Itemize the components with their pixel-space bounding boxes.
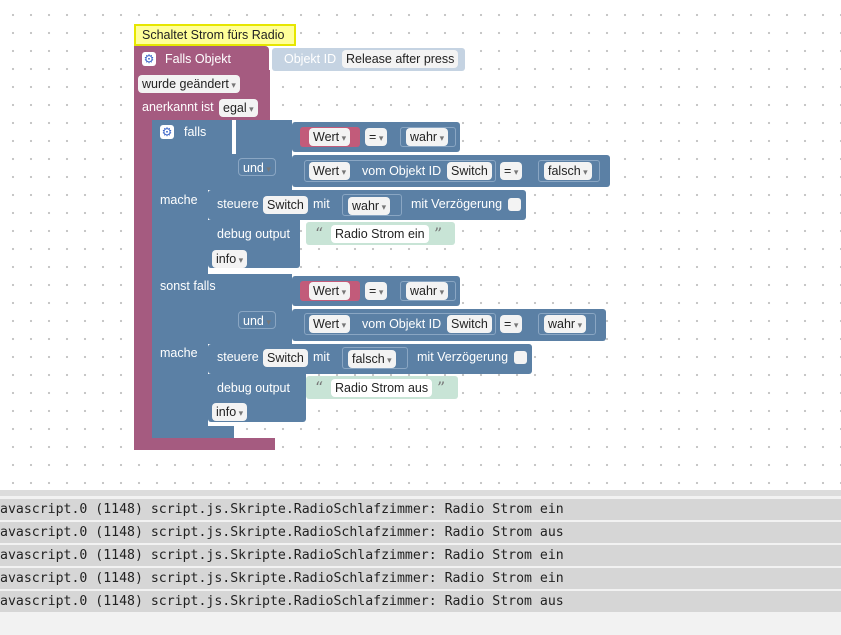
- trigger-label: Falls Objekt: [165, 52, 231, 66]
- trigger-block[interactable]: [134, 46, 269, 70]
- wert-dropdown[interactable]: Wert: [309, 315, 351, 333]
- log-line: avascript.0 (1148) script.js.Skripte.Rad…: [0, 591, 841, 612]
- objekt-id-value[interactable]: Release after press: [342, 50, 459, 68]
- bool-dropdown[interactable]: wahr: [406, 282, 449, 300]
- delay-checkbox[interactable]: [514, 351, 527, 364]
- script-comment[interactable]: Schaltet Strom fürs Radio: [134, 24, 296, 46]
- blockly-workspace[interactable]: Schaltet Strom fürs Radio ⚙ Falls Objekt…: [0, 0, 841, 490]
- debug-output-label: debug output: [217, 227, 290, 241]
- log-level-dropdown[interactable]: info: [212, 403, 248, 421]
- if-block-bottom: [152, 426, 234, 438]
- log-console: avascript.0 (1148) script.js.Skripte.Rad…: [0, 490, 841, 635]
- delay-checkbox[interactable]: [508, 198, 521, 211]
- bool-dropdown[interactable]: falsch: [544, 162, 592, 180]
- console-divider: [0, 490, 841, 496]
- switch-id-field[interactable]: Switch: [447, 315, 492, 333]
- ack-label: anerkannt ist: [142, 100, 214, 114]
- and-block-1[interactable]: [236, 120, 292, 190]
- debug-output-label: debug output: [217, 381, 290, 395]
- quote-open-icon: “: [315, 224, 324, 243]
- sonst-falls-label: sonst falls: [160, 279, 216, 293]
- mache-label-2: mache: [160, 346, 198, 360]
- log-line: avascript.0 (1148) script.js.Skripte.Rad…: [0, 568, 841, 589]
- eq-dropdown[interactable]: =: [365, 282, 388, 300]
- quote-close-icon: ”: [437, 378, 446, 397]
- bool-dropdown[interactable]: wahr: [544, 315, 587, 333]
- trigger-bottom: [134, 438, 275, 450]
- vom-objekt-id-label: vom Objekt ID: [362, 317, 442, 331]
- quote-close-icon: ”: [434, 224, 443, 243]
- wert-dropdown[interactable]: Wert: [309, 282, 351, 300]
- quote-open-icon: “: [315, 378, 324, 397]
- und-dropdown-2[interactable]: und: [238, 311, 276, 329]
- connector: [298, 161, 304, 181]
- mit-verzoegerung-label: mit Verzögerung: [417, 350, 509, 364]
- eq-dropdown[interactable]: =: [500, 162, 523, 180]
- trigger-changed-dropdown[interactable]: wurde geändert: [138, 75, 240, 93]
- switch-id-field[interactable]: Switch: [263, 349, 308, 367]
- vom-objekt-id-label: vom Objekt ID: [362, 164, 442, 178]
- bool-dropdown[interactable]: wahr: [406, 128, 449, 146]
- mit-label: mit: [313, 350, 330, 364]
- gear-icon[interactable]: ⚙: [160, 125, 174, 139]
- mache-label-1: mache: [160, 193, 198, 207]
- falls-label: falls: [184, 125, 207, 139]
- and-block-2[interactable]: [236, 274, 292, 344]
- log-level-dropdown[interactable]: info: [212, 250, 248, 268]
- mit-verzoegerung-label: mit Verzögerung: [411, 197, 503, 211]
- trigger-left-rail: [134, 118, 152, 450]
- bool-dropdown[interactable]: falsch: [348, 350, 396, 368]
- wert-dropdown[interactable]: Wert: [309, 128, 351, 146]
- eq-dropdown[interactable]: =: [500, 315, 523, 333]
- log-line: avascript.0 (1148) script.js.Skripte.Rad…: [0, 522, 841, 543]
- log-line: avascript.0 (1148) script.js.Skripte.Rad…: [0, 545, 841, 566]
- wert-dropdown[interactable]: Wert: [309, 162, 351, 180]
- switch-id-field[interactable]: Switch: [263, 196, 308, 214]
- eq-dropdown[interactable]: =: [365, 128, 388, 146]
- objekt-id-label: Objekt ID: [284, 52, 337, 66]
- log-line: avascript.0 (1148) script.js.Skripte.Rad…: [0, 499, 841, 520]
- und-dropdown-1[interactable]: und: [238, 158, 276, 176]
- gear-icon[interactable]: ⚙: [142, 52, 156, 66]
- debug-text-field[interactable]: Radio Strom aus: [331, 379, 433, 397]
- steuere-label: steuere: [217, 350, 259, 364]
- mit-label: mit: [313, 197, 330, 211]
- bool-dropdown[interactable]: wahr: [348, 197, 391, 215]
- switch-id-field[interactable]: Switch: [447, 162, 492, 180]
- steuere-label: steuere: [217, 197, 259, 211]
- debug-text-field[interactable]: Radio Strom ein: [331, 225, 429, 243]
- ack-dropdown[interactable]: egal: [219, 99, 258, 117]
